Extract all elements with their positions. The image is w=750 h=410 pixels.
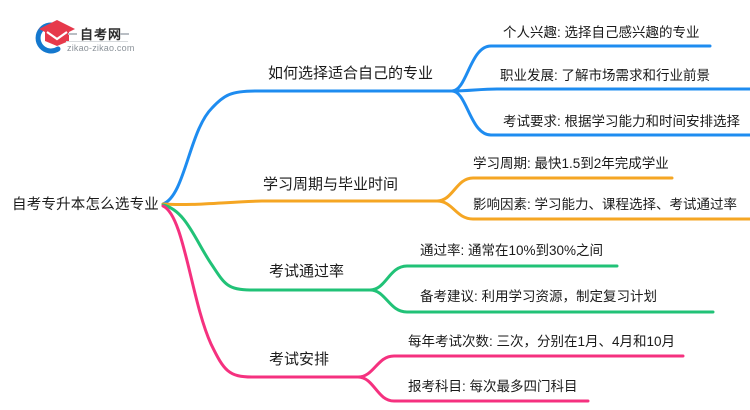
branch1-lines <box>161 44 750 206</box>
branch2-label[interactable]: 学习周期与毕业时间 <box>263 176 399 193</box>
logo: 自考网 zikao-zikao.com <box>28 18 158 60</box>
logo-left-dash <box>68 33 77 35</box>
logo-divider <box>66 41 128 42</box>
branch4-child-exam-times[interactable]: 每年考试次数: 三次，分别在1月、4月和10月 <box>408 334 676 349</box>
branch4-label[interactable]: 考试安排 <box>269 351 330 368</box>
branch4-child-subjects[interactable]: 报考科目: 每次最多四门科目 <box>408 379 578 394</box>
branch3-lines <box>161 203 715 314</box>
branch3-child-prep-advice[interactable]: 备考建议: 利用学习资源，制定复习计划 <box>420 289 658 304</box>
branch1-child-interest[interactable]: 个人兴趣: 选择自己感兴趣的专业 <box>503 25 700 40</box>
branch2-child-factors[interactable]: 影响因素: 学习能力、课程选择、考试通过率 <box>473 197 738 212</box>
branch3-child-pass-rate[interactable]: 通过率: 通常在10%到30%之间 <box>420 243 604 258</box>
branch2-lines <box>161 176 750 221</box>
logo-graduation-cap-icon <box>35 20 75 54</box>
branch1-child-exam-requirements[interactable]: 考试要求: 根据学习能力和时间安排选择 <box>503 114 741 129</box>
branch3-label[interactable]: 考试通过率 <box>269 263 345 280</box>
branch1-label[interactable]: 如何选择适合自己的专业 <box>268 65 434 82</box>
logo-cap-fold <box>46 31 68 41</box>
branch4-lines <box>161 204 685 403</box>
logo-domain: zikao-zikao.com <box>67 43 135 53</box>
logo-right-dash <box>120 33 129 35</box>
branch2-child-study-cycle[interactable]: 学习周期: 最快1.5到2年完成学业 <box>473 156 669 171</box>
branch1-child-career[interactable]: 职业发展: 了解市场需求和行业前景 <box>500 68 711 83</box>
root-node[interactable]: 自考专升本怎么选专业 <box>12 197 159 213</box>
logo-title: 自考网 <box>80 27 123 42</box>
